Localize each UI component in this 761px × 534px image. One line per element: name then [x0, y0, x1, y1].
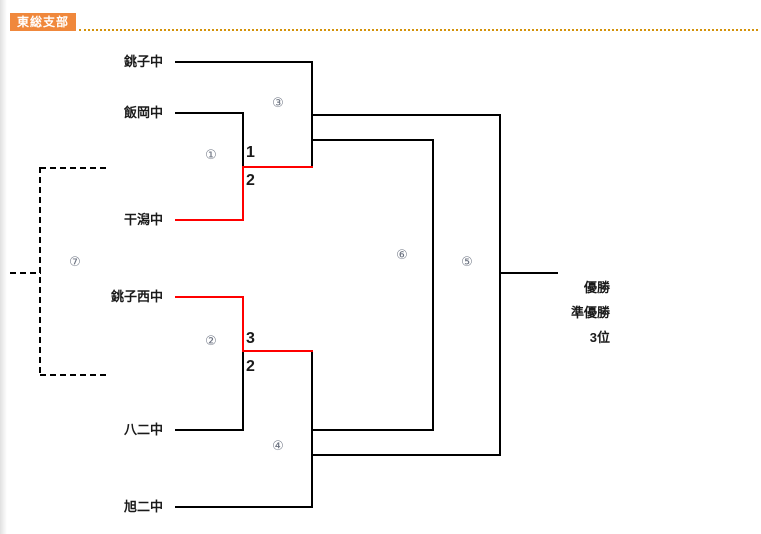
- team-iioka: 飯岡中: [123, 105, 163, 120]
- match-marker-6: ⑥: [396, 247, 408, 262]
- team-hachi-ni: 八二中: [123, 422, 163, 437]
- match-marker-2: ②: [205, 333, 217, 348]
- result-runner-up: 準優勝: [570, 305, 610, 320]
- winner-path-lines: [175, 166, 313, 352]
- consolation-bracket-dashed: [10, 167, 109, 376]
- branch-badge: 東総支部: [10, 13, 77, 31]
- score-match2-top: 3: [246, 330, 255, 347]
- team-choshi-nishi: 銚子西中: [110, 289, 163, 304]
- match-marker-1: ①: [205, 147, 217, 162]
- score-match1-bottom: 2: [246, 172, 255, 189]
- team-asahi-ni: 旭二中: [123, 499, 163, 514]
- section-divider-dotted: [79, 29, 758, 31]
- score-match1-top: 1: [246, 144, 255, 161]
- result-champion: 優勝: [583, 280, 610, 295]
- match-marker-5: ⑤: [461, 254, 473, 269]
- team-higata: 干潟中: [123, 212, 163, 227]
- result-third: 3位: [589, 330, 610, 345]
- match-marker-7: ⑦: [69, 254, 81, 269]
- team-choshi: 銚子中: [123, 54, 163, 69]
- score-match2-bottom: 2: [246, 358, 255, 375]
- match-marker-3: ③: [272, 95, 284, 110]
- match-marker-4: ④: [272, 438, 284, 453]
